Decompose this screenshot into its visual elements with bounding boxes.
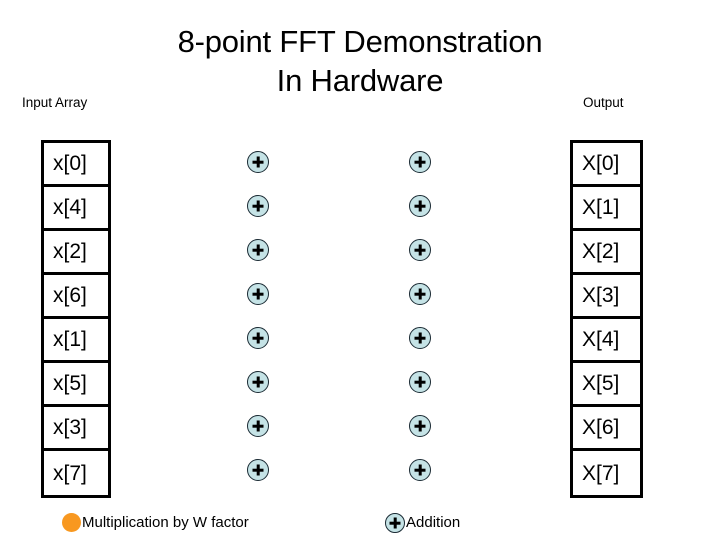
plus-circle-icon[interactable]: [409, 283, 431, 305]
plus-circle-icon[interactable]: [409, 151, 431, 173]
legend-item-addition: Addition: [385, 513, 460, 533]
output-array-cell[interactable]: X[7]: [573, 451, 640, 495]
adder-slot: [409, 448, 431, 492]
orange-filled-circle-icon: [62, 513, 81, 532]
output-array-column: X[0] X[1] X[2] X[3] X[4] X[5] X[6] X[7]: [570, 140, 643, 498]
adder-slot: [247, 360, 269, 404]
adder-slot: [247, 228, 269, 272]
legend-item-multiplication: Multiplication by W factor: [62, 513, 249, 532]
legend-label-addition: Addition: [406, 514, 461, 531]
output-array-cell[interactable]: X[3]: [573, 275, 640, 319]
adder-slot: [409, 360, 431, 404]
adder-slot: [409, 184, 431, 228]
input-array-caption: Input Array: [22, 95, 88, 110]
plus-circle-icon[interactable]: [409, 371, 431, 393]
adder-slot: [247, 404, 269, 448]
output-array-cell[interactable]: X[0]: [573, 143, 640, 187]
legend-label-multiplication: Multiplication by W factor: [82, 513, 249, 531]
adder-stage-1-column: [247, 140, 269, 492]
plus-circle-icon[interactable]: [247, 327, 269, 349]
plus-circle-icon[interactable]: [409, 327, 431, 349]
plus-circle-icon[interactable]: [409, 459, 431, 481]
adder-stage-2-column: [409, 140, 431, 492]
adder-slot: [409, 272, 431, 316]
adder-slot: [247, 184, 269, 228]
output-array-caption: Output: [583, 95, 624, 110]
plus-circle-icon[interactable]: [409, 415, 431, 437]
plus-circle-icon[interactable]: [409, 239, 431, 261]
output-array-cell[interactable]: X[5]: [573, 363, 640, 407]
plus-circle-icon[interactable]: [247, 239, 269, 261]
input-array-cell[interactable]: x[3]: [44, 407, 108, 451]
input-array-cell[interactable]: x[6]: [44, 275, 108, 319]
output-array-cell[interactable]: X[6]: [573, 407, 640, 451]
plus-circle-icon[interactable]: [409, 195, 431, 217]
input-array-cell[interactable]: x[5]: [44, 363, 108, 407]
page-title: 8-point FFT Demonstration In Hardware: [177, 24, 543, 98]
adder-slot: [409, 316, 431, 360]
plus-circle-icon: [385, 513, 405, 533]
plus-circle-icon[interactable]: [247, 415, 269, 437]
adder-slot: [247, 316, 269, 360]
plus-circle-icon[interactable]: [247, 283, 269, 305]
output-array-cell[interactable]: X[1]: [573, 187, 640, 231]
adder-slot: [409, 404, 431, 448]
adder-slot: [409, 228, 431, 272]
input-array-column: x[0] x[4] x[2] x[6] x[1] x[5] x[3] x[7]: [41, 140, 111, 498]
input-array-cell[interactable]: x[4]: [44, 187, 108, 231]
input-array-cell[interactable]: x[1]: [44, 319, 108, 363]
adder-slot: [247, 140, 269, 184]
output-array-cell[interactable]: X[4]: [573, 319, 640, 363]
adder-slot: [409, 140, 431, 184]
input-array-cell[interactable]: x[2]: [44, 231, 108, 275]
plus-circle-icon[interactable]: [247, 459, 269, 481]
output-array-cell[interactable]: X[2]: [573, 231, 640, 275]
adder-slot: [247, 272, 269, 316]
plus-circle-icon[interactable]: [247, 371, 269, 393]
input-array-cell[interactable]: x[7]: [44, 451, 108, 495]
adder-slot: [247, 448, 269, 492]
plus-circle-icon[interactable]: [247, 151, 269, 173]
input-array-cell[interactable]: x[0]: [44, 143, 108, 187]
plus-circle-icon[interactable]: [247, 195, 269, 217]
